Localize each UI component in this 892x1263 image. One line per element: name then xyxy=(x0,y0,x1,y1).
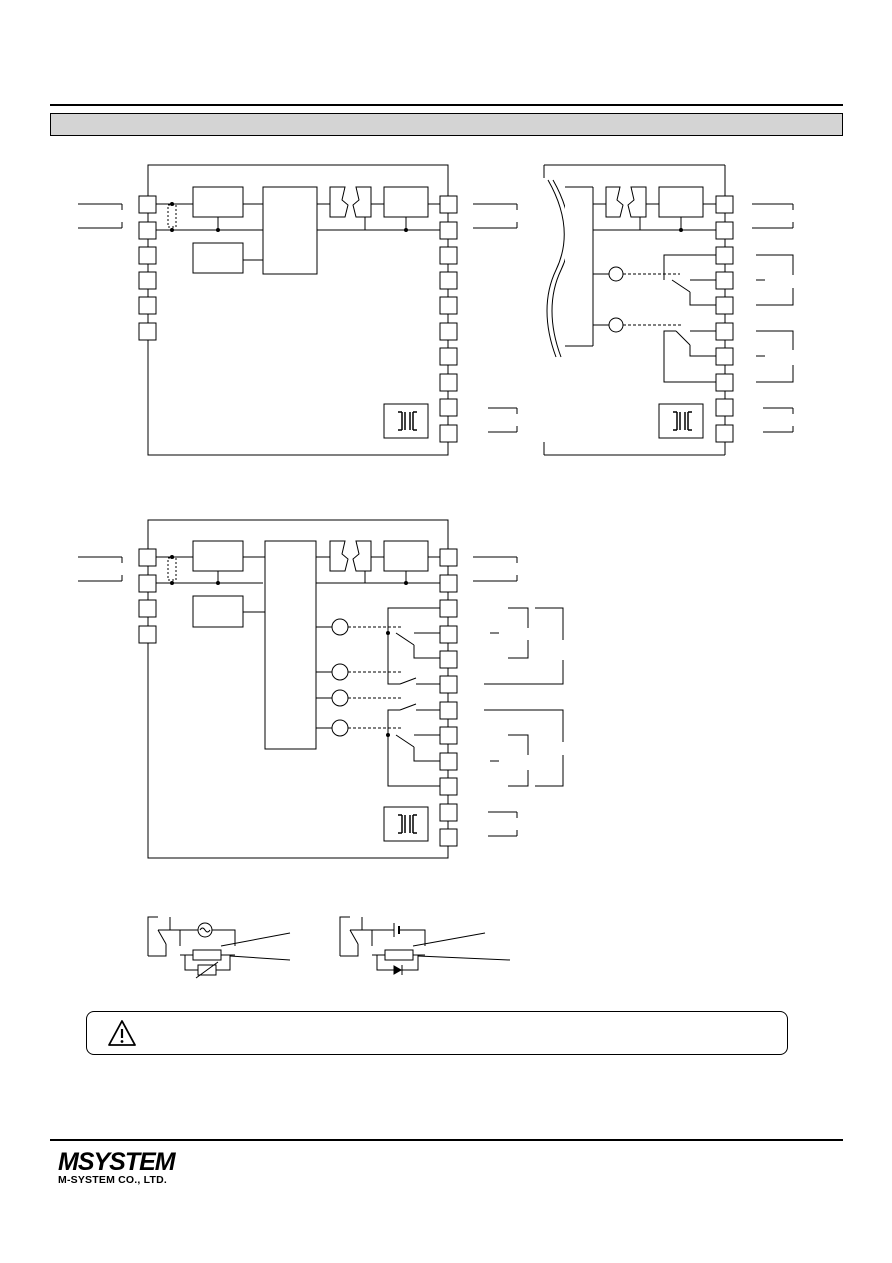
coil-icon xyxy=(331,689,349,707)
diagram-1-output-block xyxy=(383,186,429,218)
load-resistor xyxy=(192,949,222,961)
diagram-3-right-terminals xyxy=(439,548,458,847)
caution-box xyxy=(86,1011,788,1055)
diagram-3-output-block xyxy=(383,540,429,572)
transformer-icon xyxy=(383,403,429,439)
coil-icon xyxy=(331,618,349,636)
logo-mark: MSYSTEM xyxy=(58,1148,176,1176)
transformer-symbol xyxy=(673,411,692,431)
header-rule xyxy=(50,104,843,106)
coil-icon xyxy=(608,317,624,333)
transformer-symbol xyxy=(398,411,417,431)
diagram-2 xyxy=(543,164,794,456)
transformer-icon xyxy=(658,403,704,439)
coil-icon xyxy=(608,266,624,282)
coil-icon xyxy=(331,719,349,737)
diagram-1-cpu-block xyxy=(262,186,318,275)
transformer-icon xyxy=(383,806,429,842)
diagram-1-right-terminals xyxy=(439,195,458,443)
diagram-1 xyxy=(78,164,518,456)
company-logo: MSYSTEM M-SYSTEM CO., LTD. xyxy=(58,1148,176,1187)
load-resistor xyxy=(384,949,414,961)
warning-triangle-icon xyxy=(108,1020,136,1046)
diode-icon xyxy=(393,965,403,975)
diagram-1-input-block xyxy=(192,186,244,218)
dc-source-icon xyxy=(393,923,400,937)
coil-icon xyxy=(331,663,349,681)
ac-protection-circuit xyxy=(147,916,291,979)
diagram-2-right-terminals xyxy=(715,195,734,443)
footer-rule xyxy=(50,1139,843,1141)
diagram-2-output-block xyxy=(658,186,704,218)
diagram-3-cpu-block xyxy=(264,540,317,750)
section-title-bar xyxy=(50,113,843,136)
diagram-3-left-terminals xyxy=(138,548,157,644)
diagram-3-power-block xyxy=(192,595,244,628)
diagram-3-input-block xyxy=(192,540,244,572)
dc-protection-circuit xyxy=(339,916,511,975)
company-name: M-SYSTEM CO., LTD. xyxy=(58,1174,167,1186)
transformer-symbol xyxy=(398,814,417,834)
diagram-3 xyxy=(78,519,564,859)
diagram-1-left-terminals xyxy=(138,195,157,341)
diagram-1-power-block xyxy=(192,242,244,274)
